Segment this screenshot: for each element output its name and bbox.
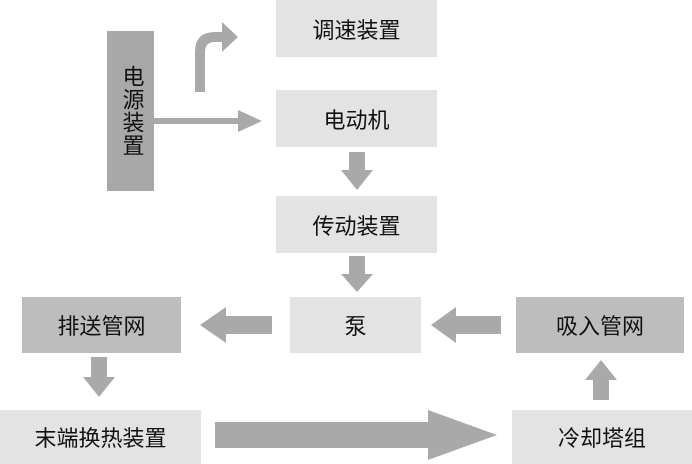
terminal-heat-exchanger-label: 末端换热装置: [34, 427, 167, 452]
terminal-heat-exchanger-node: 末端换热装置: [0, 410, 201, 464]
pump-node: 泵: [290, 297, 421, 353]
arrow-power-to-speed-control: [195, 22, 238, 92]
arrow-cooling-to-suction: [585, 360, 617, 400]
arrow-pump-to-discharge: [200, 307, 272, 343]
motor-node: 电动机: [276, 90, 437, 147]
power-supply-node: 电源装置: [107, 31, 154, 191]
arrow-transmission-to-pump: [341, 256, 373, 292]
arrow-terminal-to-cooling: [215, 410, 497, 460]
arrow-suction-to-pump: [431, 307, 501, 343]
motor-label: 电动机: [323, 108, 390, 134]
cooling-tower-node: 冷却塔组: [512, 410, 692, 464]
speed-control-node: 调速装置: [276, 0, 437, 57]
cooling-tower-label: 冷却塔组: [557, 427, 646, 452]
arrow-motor-to-transmission: [341, 152, 373, 190]
arrow-power-to-motor: [154, 110, 262, 132]
suction-pipe-node: 吸入管网: [516, 297, 684, 353]
discharge-pipe-node: 排送管网: [22, 297, 181, 353]
arrow-discharge-to-terminal: [83, 357, 115, 397]
transmission-label: 传动装置: [312, 214, 401, 240]
discharge-pipe-label: 排送管网: [57, 315, 146, 340]
pump-label: 泵: [344, 315, 367, 340]
suction-pipe-label: 吸入管网: [555, 315, 644, 340]
speed-control-label: 调速装置: [312, 18, 401, 44]
transmission-node: 传动装置: [276, 196, 437, 253]
power-supply-label: 电源装置: [118, 65, 144, 157]
